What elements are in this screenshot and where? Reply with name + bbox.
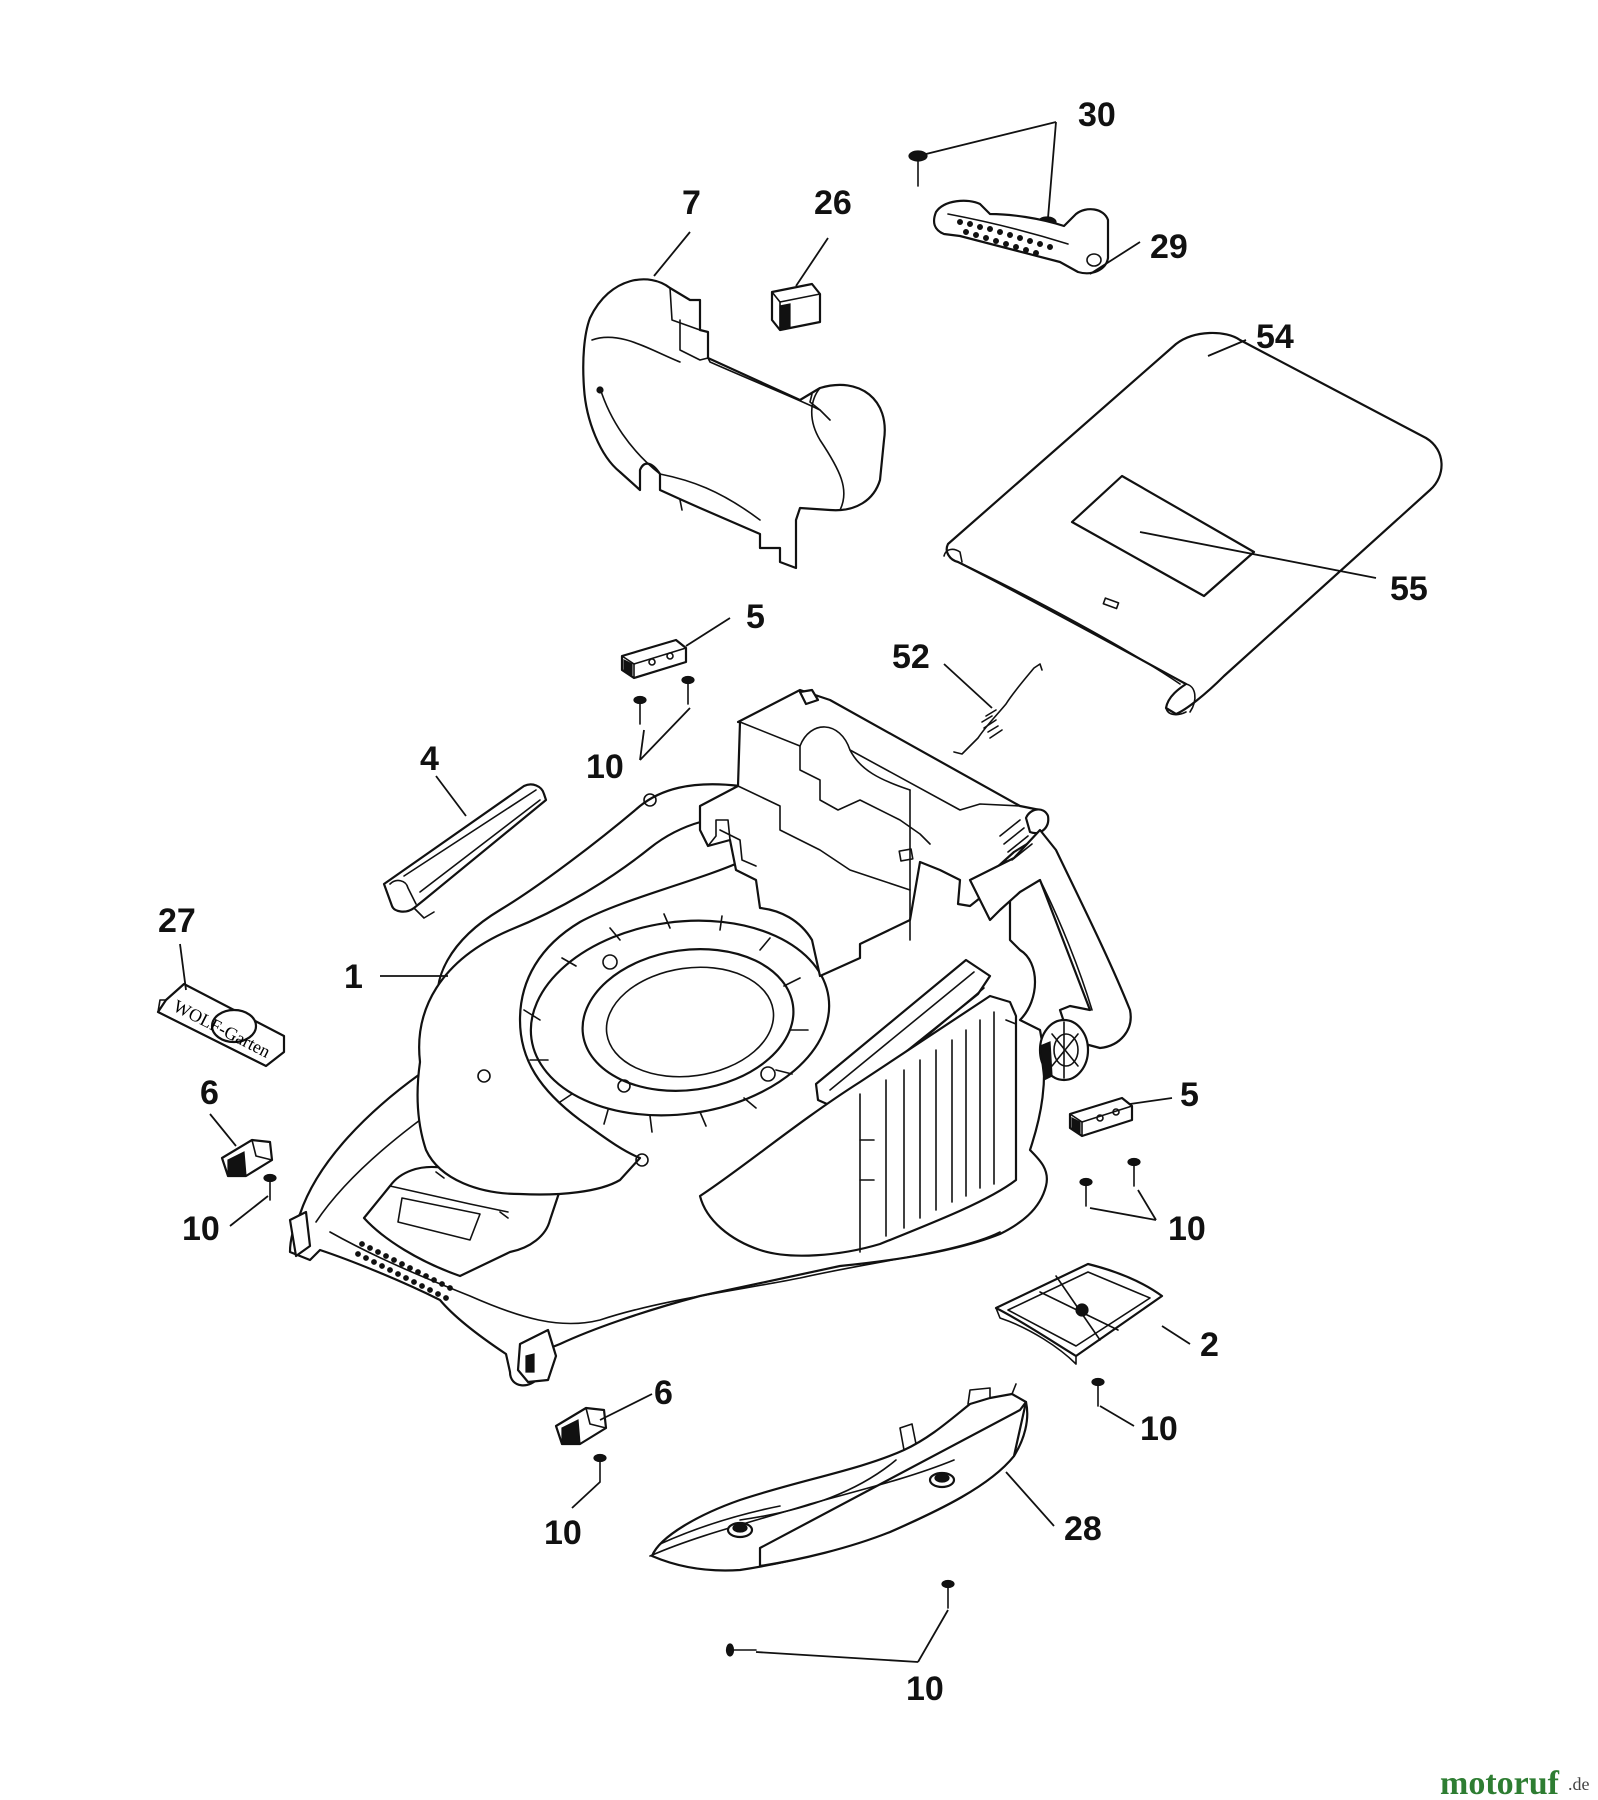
callout-1: 1 [344, 958, 363, 996]
screws-10-bottom [725, 1579, 955, 1657]
callout-10-plate: 10 [1140, 1410, 1178, 1448]
part-52-spring [953, 663, 1043, 755]
part-5-bracket-upper [620, 638, 688, 680]
callout-55: 55 [1390, 570, 1428, 608]
part-54-lid [943, 331, 1443, 716]
callout-7: 7 [682, 184, 701, 222]
part-27-logo-label: WOLF-Garten [156, 982, 286, 1068]
part-29-handle [933, 199, 1110, 275]
callout-6-lower: 6 [654, 1374, 673, 1412]
part-4-strip [382, 783, 548, 919]
screws-10-right [1079, 1157, 1141, 1207]
callout-27: 27 [158, 902, 196, 940]
screw-10-left [263, 1173, 277, 1201]
callout-10-left: 10 [182, 1210, 220, 1248]
part-2-plate [994, 1262, 1164, 1365]
callout-2: 2 [1200, 1326, 1219, 1364]
deck-vent-dots [355, 1241, 453, 1301]
callout-29: 29 [1150, 228, 1188, 266]
part-28-skirt [649, 1383, 1029, 1572]
leader-lines [179, 121, 1377, 1663]
callout-10-right: 10 [1168, 1210, 1206, 1248]
callout-10-lower-left: 10 [544, 1514, 582, 1552]
callout-26: 26 [814, 184, 852, 222]
screw-30a [908, 150, 928, 187]
callout-6-left: 6 [200, 1074, 219, 1112]
part-1-deck [288, 688, 1132, 1387]
callout-10-upper: 10 [586, 748, 624, 786]
part-6-clip-left [220, 1138, 274, 1178]
callout-52: 52 [892, 638, 930, 676]
screw-10-lower-left [593, 1453, 607, 1483]
watermark-suffix: .de [1568, 1774, 1590, 1794]
callout-28: 28 [1064, 1510, 1102, 1548]
watermark-brand: motoruf [1440, 1765, 1560, 1800]
callout-10-bottom: 10 [906, 1670, 944, 1708]
part-7-rear-cover [582, 278, 886, 570]
part-5-bracket-right [1068, 1096, 1134, 1138]
callout-54: 54 [1256, 318, 1294, 356]
callout-5-upper: 5 [746, 598, 765, 636]
callout-30: 30 [1078, 96, 1116, 134]
screws-10-upper [633, 675, 695, 725]
callout-labels: 30 7 26 29 54 55 5 52 10 4 27 1 6 10 5 1… [158, 96, 1428, 1708]
callout-5-right: 5 [1180, 1076, 1199, 1114]
part-26-block [770, 282, 822, 332]
watermark: motoruf .de [1440, 1765, 1590, 1800]
callout-4: 4 [420, 740, 439, 778]
handle-29-holes [956, 219, 1053, 257]
part-6-clip-lower [554, 1406, 608, 1446]
screw-10-plate [1091, 1377, 1105, 1407]
